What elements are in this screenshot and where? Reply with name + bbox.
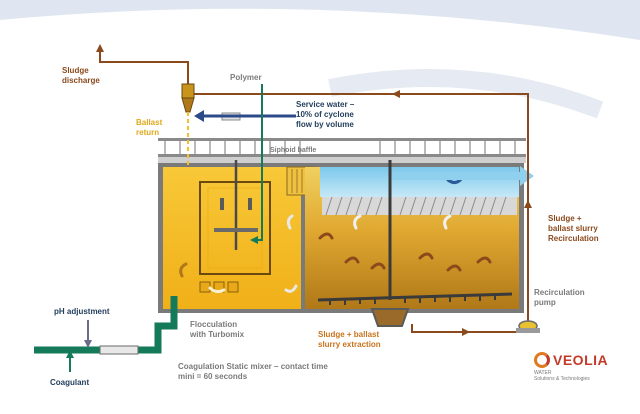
label-line: with Turbomix — [190, 330, 245, 339]
clear-water-zone — [320, 167, 519, 197]
label-line: Recirculation — [534, 288, 585, 297]
label-line: Flocculation — [190, 320, 238, 329]
label-recirculation-pump: Recirculation pump — [534, 288, 585, 308]
label-line: Coagulant — [50, 378, 90, 387]
clear-water-outlet-arrow — [392, 166, 534, 186]
sludge-discharge-arrow — [96, 44, 104, 52]
label-line: pH adjustment — [54, 307, 110, 316]
logo-tagline: Solutions & Technologies — [534, 376, 590, 382]
label-line: Polymer — [230, 73, 262, 82]
label-recirculation: Sludge + ballast slurry Recirculation — [548, 214, 599, 244]
sludge-discharge-pipe — [99, 50, 189, 84]
label-line: ballast slurry — [548, 224, 598, 233]
static-mixer — [99, 345, 139, 355]
label-line: mini = 60 seconds — [178, 372, 248, 381]
label-line: Coagulation Static mixer – contact time — [178, 362, 328, 371]
label-line: pump — [534, 298, 556, 307]
sludge-hopper — [370, 308, 410, 327]
label-line: flow by volume — [296, 120, 354, 129]
extraction-arrow — [462, 328, 470, 336]
background-arc — [328, 68, 604, 119]
label-flocculation: Flocculation with Turbomix — [190, 320, 244, 340]
label-line: Sludge + — [548, 214, 582, 223]
label-siphoid-baffle: Siphoid baffle — [270, 146, 316, 156]
label-ballast-return: Ballast return — [136, 118, 162, 138]
label-line: Recirculation — [548, 234, 599, 243]
label-ph-adjustment: pH adjustment — [54, 307, 110, 317]
recirculation-arrow-left — [392, 90, 400, 98]
label-polymer: Polymer — [230, 73, 262, 83]
polymer-arrow — [250, 236, 258, 244]
recirculation-arrow-up — [524, 200, 532, 208]
label-line: 10% of cyclone — [296, 110, 354, 119]
mixer-blade — [214, 228, 258, 232]
label-line: Siphoid baffle — [270, 147, 317, 154]
label-line: return — [136, 128, 160, 137]
recirculation-pump — [516, 320, 540, 333]
label-line: slurry extraction — [318, 340, 381, 349]
background-swoosh — [0, 0, 640, 40]
inlet-pipe — [34, 296, 178, 354]
label-service-water: Service water – 10% of cyclone flow by v… — [296, 100, 354, 130]
label-sludge-discharge: Sludge discharge — [62, 66, 100, 86]
label-line: discharge — [62, 76, 100, 85]
veolia-logo-icon — [534, 352, 550, 368]
logo-subtitle: WATER — [534, 370, 552, 376]
label-line: Ballast — [136, 118, 163, 127]
logo-name: VEOLIA — [553, 352, 609, 368]
hydrocyclone — [181, 83, 195, 113]
service-water-inlet — [194, 110, 296, 122]
walkway-railing — [158, 138, 526, 163]
scraper-arm — [317, 292, 513, 302]
flow-arrows — [179, 176, 492, 294]
lamella-settler — [322, 196, 517, 216]
label-line: Service water – — [296, 100, 355, 109]
label-coagulant: Coagulant — [50, 378, 89, 388]
label-static-mixer: Coagulation Static mixer – contact time … — [178, 362, 328, 382]
veolia-logo: VEOLIA WATER Solutions & Technologies — [534, 350, 630, 382]
label-line: Sludge — [62, 66, 89, 75]
label-line: Sludge + ballast — [318, 330, 380, 339]
label-sludge-extraction: Sludge + ballast slurry extraction — [318, 330, 381, 350]
